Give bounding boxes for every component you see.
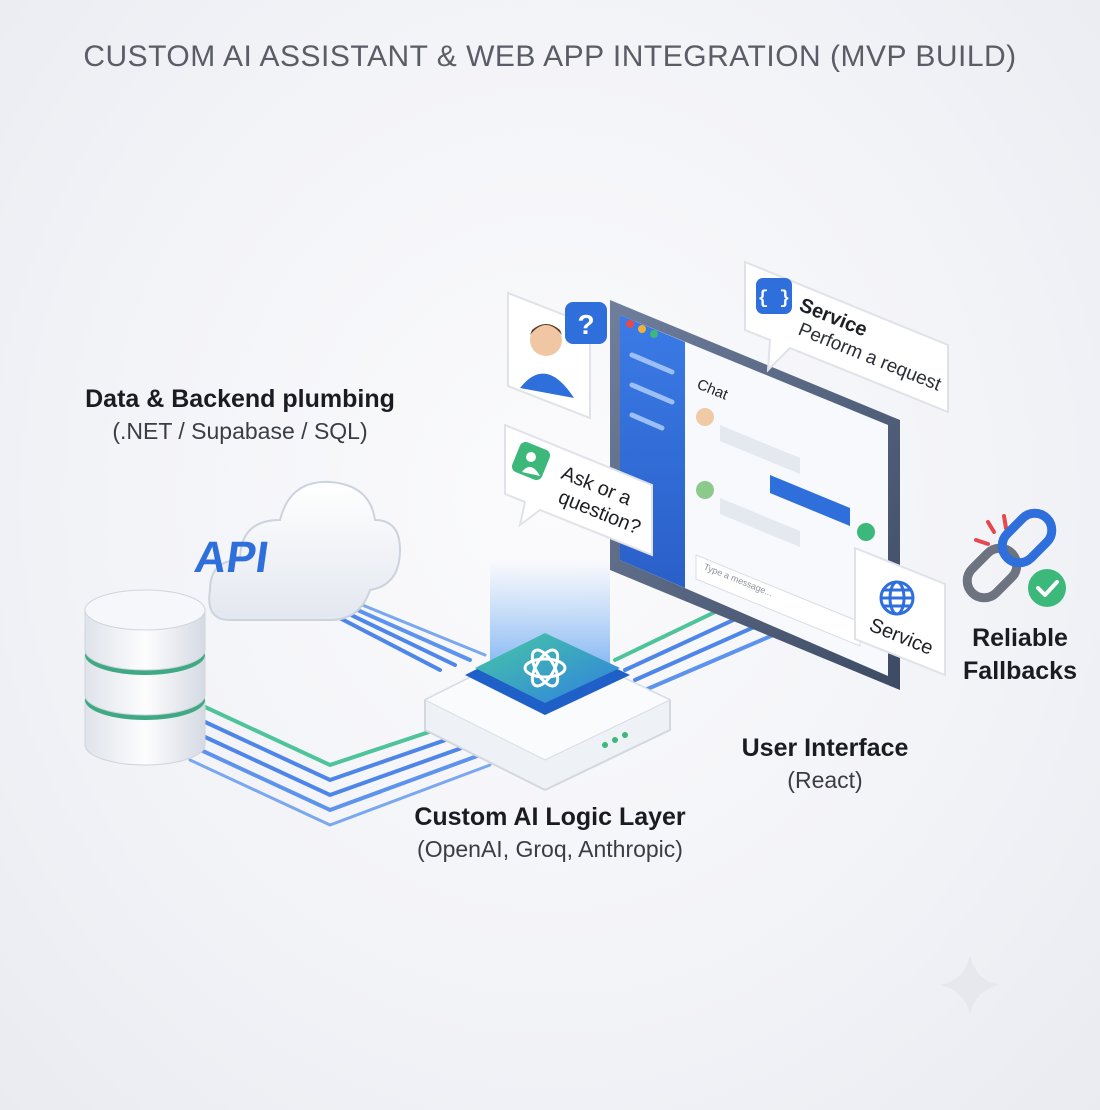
- ai-logic-hub: [423, 560, 672, 792]
- question-mark-label: ?: [577, 309, 594, 340]
- openai-logo-icon: [523, 648, 567, 688]
- sparkle-watermark-icon: [940, 955, 1000, 1015]
- fallbacks-title: Reliable: [972, 624, 1068, 652]
- service-globe-card: Service: [854, 546, 946, 677]
- chain-link-icon: [962, 508, 1066, 607]
- code-braces-icon: [756, 278, 792, 314]
- check-badge-icon: [1028, 569, 1066, 607]
- chat-app-window: Chat Type a message...: [610, 300, 900, 690]
- ui-title: User Interface: [741, 734, 909, 762]
- logic-subtitle: (OpenAI, Groq, Anthropic): [417, 836, 683, 862]
- logic-label: Custom AI Logic Layer (OpenAI, Groq, Ant…: [370, 803, 730, 863]
- chat-message-input[interactable]: [695, 554, 861, 647]
- chat-message-outgoing: [770, 475, 850, 526]
- chat-avatar-user: [696, 408, 714, 426]
- chat-message-incoming: [720, 425, 800, 474]
- fallbacks-label: Reliable Fallbacks: [950, 624, 1090, 686]
- user-avatar-icon: [530, 324, 562, 356]
- database-icon: [84, 589, 206, 766]
- fallbacks-subtitle: Fallbacks: [963, 657, 1077, 685]
- api-cloud-icon: API: [192, 480, 402, 621]
- ui-subtitle: (React): [787, 767, 863, 793]
- code-braces-glyph: { }: [758, 289, 790, 309]
- api-label: API: [192, 533, 272, 582]
- chat-avatar-bot: [696, 481, 714, 499]
- globe-icon: [879, 580, 915, 616]
- monitor-screen: [620, 315, 888, 676]
- question-badge: [565, 302, 607, 344]
- backend-subtitle: (.NET / Supabase / SQL): [112, 418, 368, 444]
- send-status-icon: [857, 523, 875, 541]
- diagram-title: CUSTOM AI ASSISTANT & WEB APP INTEGRATIO…: [83, 40, 1017, 73]
- connector-database-logic: [188, 698, 492, 827]
- ui-label: User Interface (React): [720, 734, 930, 794]
- user-avatar-card: ?: [507, 291, 607, 420]
- backend-title: Data & Backend plumbing: [85, 385, 395, 413]
- backend-label: Data & Backend plumbing (.NET / Supabase…: [70, 385, 410, 445]
- logic-title: Custom AI Logic Layer: [414, 803, 686, 831]
- chat-message-incoming-2: [720, 498, 800, 547]
